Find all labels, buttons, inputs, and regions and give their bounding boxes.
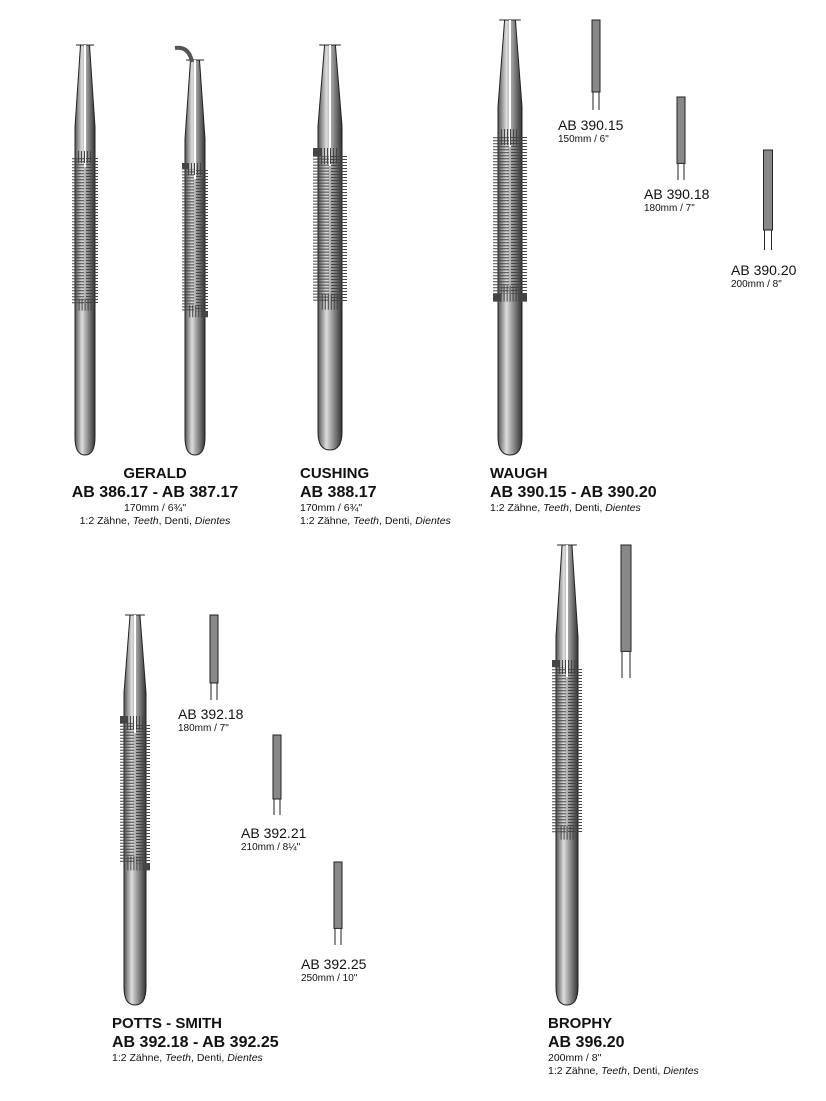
brophy-forceps bbox=[552, 544, 582, 1006]
teeth-note: 1:2 Zähne, Teeth, Denti, Dientes bbox=[300, 515, 451, 528]
grip-serration bbox=[182, 163, 208, 318]
grip-serration bbox=[493, 129, 527, 302]
teeth-note-prefix: 1:2 Zähne, bbox=[490, 502, 544, 515]
product-size: 170mm / 6¾" bbox=[123, 502, 187, 515]
variant-size: 250mm / 10" bbox=[301, 972, 358, 984]
product-cushing: CUSHING AB 388.17 170mm / 6¾" 1:2 Zähne,… bbox=[300, 465, 451, 527]
forceps-body bbox=[497, 19, 523, 456]
product-code: AB 396.20 bbox=[548, 1034, 625, 1051]
teeth-note-mid: , Denti, bbox=[627, 1064, 664, 1077]
dientes-word: Dientes bbox=[227, 1052, 263, 1065]
variant-size: 180mm / 7" bbox=[178, 722, 229, 734]
tip-detail-ab-396-20 bbox=[620, 544, 632, 652]
teeth-word: Teeth bbox=[543, 502, 570, 515]
product-code: AB 392.18 - AB 392.25 bbox=[112, 1034, 279, 1051]
gerald-forceps-curved bbox=[174, 45, 208, 456]
variant-code: AB 392.18 bbox=[178, 706, 244, 722]
tip-detail-ab-392-18 bbox=[209, 614, 219, 684]
forceps-body bbox=[74, 44, 96, 456]
variant-code: AB 392.25 bbox=[301, 956, 367, 972]
variant-size: 210mm / 8¼" bbox=[241, 841, 301, 853]
teeth-note-prefix: 1:2 Zähne, bbox=[548, 1064, 602, 1077]
variant-code: AB 390.20 bbox=[731, 262, 797, 278]
variant-size: 200mm / 8" bbox=[731, 278, 782, 290]
product-name: POTTS - SMITH bbox=[112, 1015, 222, 1032]
product-name: WAUGH bbox=[490, 465, 548, 482]
product-waugh: WAUGH AB 390.15 - AB 390.20 1:2 Zähne, T… bbox=[490, 465, 657, 515]
curved-tip bbox=[174, 45, 194, 63]
teeth-word: Teeth bbox=[601, 1064, 628, 1077]
tip-detail-ab-392-21 bbox=[272, 734, 282, 800]
variant-code: AB 390.15 bbox=[558, 117, 624, 133]
forceps-body bbox=[317, 44, 343, 451]
product-name: BROPHY bbox=[548, 1015, 613, 1032]
cushing-forceps bbox=[313, 44, 347, 451]
variant-code: AB 390.18 bbox=[644, 186, 710, 202]
dientes-word: Dientes bbox=[415, 514, 451, 527]
tip-detail-ab-390-18 bbox=[676, 96, 686, 164]
teeth-note: 1:2 Zähne, Teeth, Denti, Dientes bbox=[548, 1065, 699, 1078]
grip-serration bbox=[72, 151, 98, 311]
tip-detail-ab-390-20 bbox=[763, 149, 773, 231]
product-potts-smith: POTTS - SMITH AB 392.18 - AB 392.25 1:2 … bbox=[112, 1015, 279, 1065]
gerald-forceps-straight bbox=[72, 44, 98, 456]
teeth-note-mid: , Denti, bbox=[158, 514, 195, 527]
variant-size: 180mm / 7" bbox=[644, 202, 695, 214]
potts-smith-forceps bbox=[120, 614, 150, 1006]
dientes-word: Dientes bbox=[663, 1064, 699, 1077]
forceps-body bbox=[555, 544, 579, 1006]
product-name: GERALD bbox=[123, 465, 187, 482]
teeth-word: Teeth bbox=[353, 514, 380, 527]
product-gerald: GERALD AB 386.17 - AB 387.17 170mm / 6¾"… bbox=[60, 465, 250, 527]
teeth-note-prefix: 1:2 Zähne, bbox=[112, 1052, 166, 1065]
teeth-note-prefix: 1:2 Zähne, bbox=[79, 514, 133, 527]
product-brophy: BROPHY AB 396.20 200mm / 8" 1:2 Zähne, T… bbox=[548, 1015, 699, 1077]
product-code: AB 390.15 - AB 390.20 bbox=[490, 484, 657, 501]
tip-detail-ab-392-25 bbox=[333, 861, 343, 929]
teeth-note: 1:2 Zähne, Teeth, Denti, Dientes bbox=[60, 515, 250, 528]
teeth-note: 1:2 Zähne, Teeth, Denti, Dientes bbox=[112, 1052, 279, 1065]
grip-serration bbox=[552, 660, 582, 840]
product-code: AB 386.17 - AB 387.17 bbox=[71, 484, 239, 501]
forceps-body bbox=[123, 614, 147, 1006]
teeth-note-mid: , Denti, bbox=[191, 1052, 228, 1065]
dientes-word: Dientes bbox=[194, 514, 231, 527]
variant-code: AB 392.21 bbox=[241, 825, 307, 841]
grip-serration bbox=[313, 148, 347, 310]
teeth-note: 1:2 Zähne, Teeth, Denti, Dientes bbox=[490, 502, 657, 515]
product-name: CUSHING bbox=[300, 465, 370, 482]
teeth-word: Teeth bbox=[165, 1052, 192, 1065]
teeth-note-prefix: 1:2 Zähne, bbox=[300, 514, 354, 527]
product-size: 170mm / 6¾" bbox=[300, 502, 363, 515]
tip-detail-ab-390-15 bbox=[591, 19, 601, 93]
dientes-word: Dientes bbox=[605, 502, 641, 515]
teeth-word: Teeth bbox=[132, 514, 159, 527]
product-size: 200mm / 8" bbox=[548, 1052, 602, 1065]
teeth-note-mid: , Denti, bbox=[379, 514, 416, 527]
variant-size: 150mm / 6" bbox=[558, 133, 609, 145]
waugh-forceps bbox=[493, 19, 527, 456]
product-code: AB 388.17 bbox=[300, 484, 377, 501]
teeth-note-mid: , Denti, bbox=[569, 502, 606, 515]
forceps-body bbox=[184, 59, 206, 456]
